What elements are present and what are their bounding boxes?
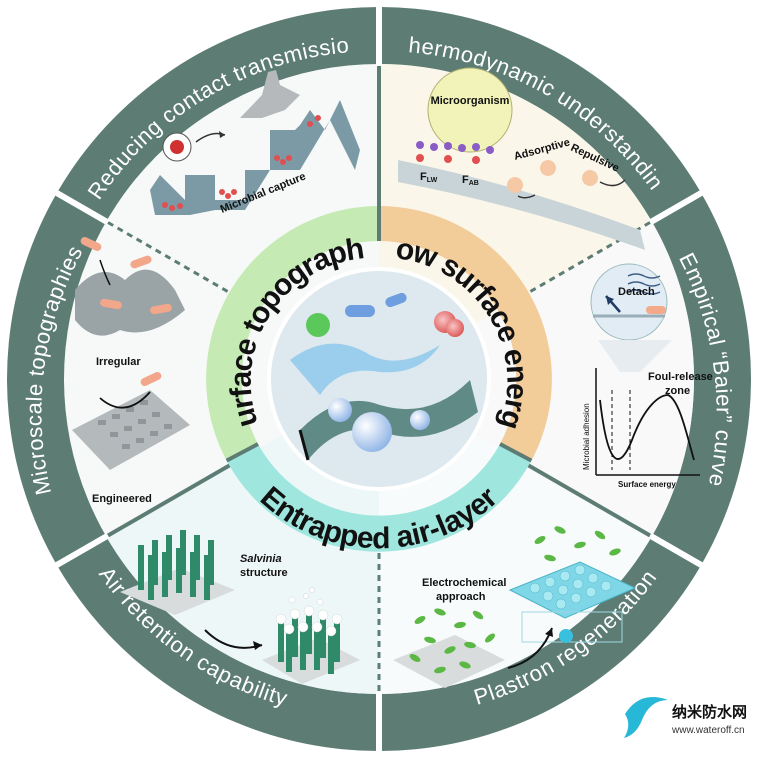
approach-label: approach <box>436 591 486 603</box>
cell-mid-icon <box>540 160 556 176</box>
microbial-adhesion-label: Microbial adhesion <box>582 403 591 470</box>
air-bubbles-icon <box>275 587 343 637</box>
water-splash-icon <box>290 343 440 395</box>
plastron-bubble-icon <box>559 629 573 643</box>
plastron-bumps <box>529 564 612 610</box>
inner-sector-surface-topography <box>206 206 379 461</box>
engineered-pattern <box>98 400 172 449</box>
flw-label: FLW <box>420 171 438 184</box>
brand-logo-icon <box>624 697 668 738</box>
watermark: 纳米防水网 www.wateroff.cn <box>624 697 747 738</box>
watermark-brand: 纳米防水网 <box>672 703 747 721</box>
surface-energy-label: Surface energy <box>618 480 676 489</box>
center-disc <box>267 267 491 491</box>
detached-cell-icon <box>646 306 666 314</box>
plastron-base <box>393 635 505 688</box>
fab-label: FAB <box>462 174 479 187</box>
electrochemical-label: Electrochemical <box>422 577 506 589</box>
salvinia-label: Salvinia <box>240 553 282 565</box>
green-virus-icon <box>306 313 330 337</box>
ring-dividers <box>52 4 706 754</box>
hand-icon <box>240 70 300 118</box>
engineered-label: Engineered <box>92 493 152 505</box>
cell-adsorptive-icon <box>507 177 523 193</box>
foul-release-label: Foul-release <box>648 371 713 383</box>
zone-label: zone <box>665 385 690 397</box>
engineered-arrow-icon <box>99 391 151 409</box>
panel-air-retention: Salvinia structure <box>120 530 360 684</box>
panel-plastron-regeneration: Electrochemical approach <box>393 526 637 688</box>
repulsive-arrow-icon <box>599 179 626 187</box>
irregular-surface <box>75 269 185 336</box>
air-bubble-icon <box>352 412 392 452</box>
panel-microscale-topographies: Irregular Engineered <box>72 237 190 505</box>
salvinia-hairs-top <box>138 530 214 600</box>
watermark-url: www.wateroff.cn <box>671 725 745 736</box>
capture-surface <box>150 100 360 215</box>
engineered-cell-icon <box>140 372 162 386</box>
molecule-grid-icon <box>416 141 494 164</box>
inner-sector-low-surface-energy <box>379 206 552 461</box>
structure-label: structure <box>240 567 288 579</box>
salvinia-hairs-bottom <box>278 612 340 674</box>
rod-bacterium-icon <box>345 305 375 317</box>
center-illustration <box>267 267 491 491</box>
detach-label: Detach <box>618 286 655 298</box>
plastron-surface <box>508 561 637 619</box>
captured-microbes <box>162 115 321 211</box>
irregular-label: Irregular <box>96 356 141 368</box>
adsorptive-arrow-icon <box>517 194 536 199</box>
green-particles-icon <box>409 526 621 674</box>
microorganism-icon <box>427 67 513 153</box>
flow-icon <box>627 273 661 295</box>
irregular-arrow-icon <box>99 259 111 286</box>
textured-surface-icon <box>300 380 478 460</box>
microorganism-label: Microorganism <box>431 95 510 107</box>
cell-repulsive-icon <box>582 170 598 186</box>
thermo-surface <box>398 160 645 250</box>
rod-bacterium-2-icon <box>385 292 407 308</box>
panel-baier-curve: Detach Foul-release zone Microbial adhes… <box>582 263 713 489</box>
inner-sector-entrapped-air <box>226 444 532 552</box>
